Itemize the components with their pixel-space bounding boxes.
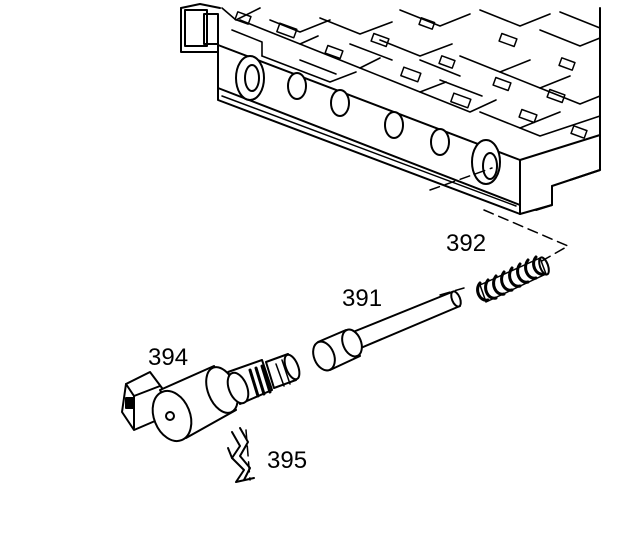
coil-spring-icon	[476, 255, 550, 303]
solenoid-icon	[121, 353, 301, 443]
callout-394-solenoid: 394	[148, 344, 189, 371]
retainer-clip-icon	[227, 427, 255, 483]
callout-392-spring: 392	[446, 230, 487, 257]
valve-body-casting-icon	[180, 3, 601, 215]
spool-valve-icon	[312, 290, 462, 372]
callout-391-valve: 391	[342, 285, 383, 312]
callout-395-clip: 395	[267, 447, 308, 474]
